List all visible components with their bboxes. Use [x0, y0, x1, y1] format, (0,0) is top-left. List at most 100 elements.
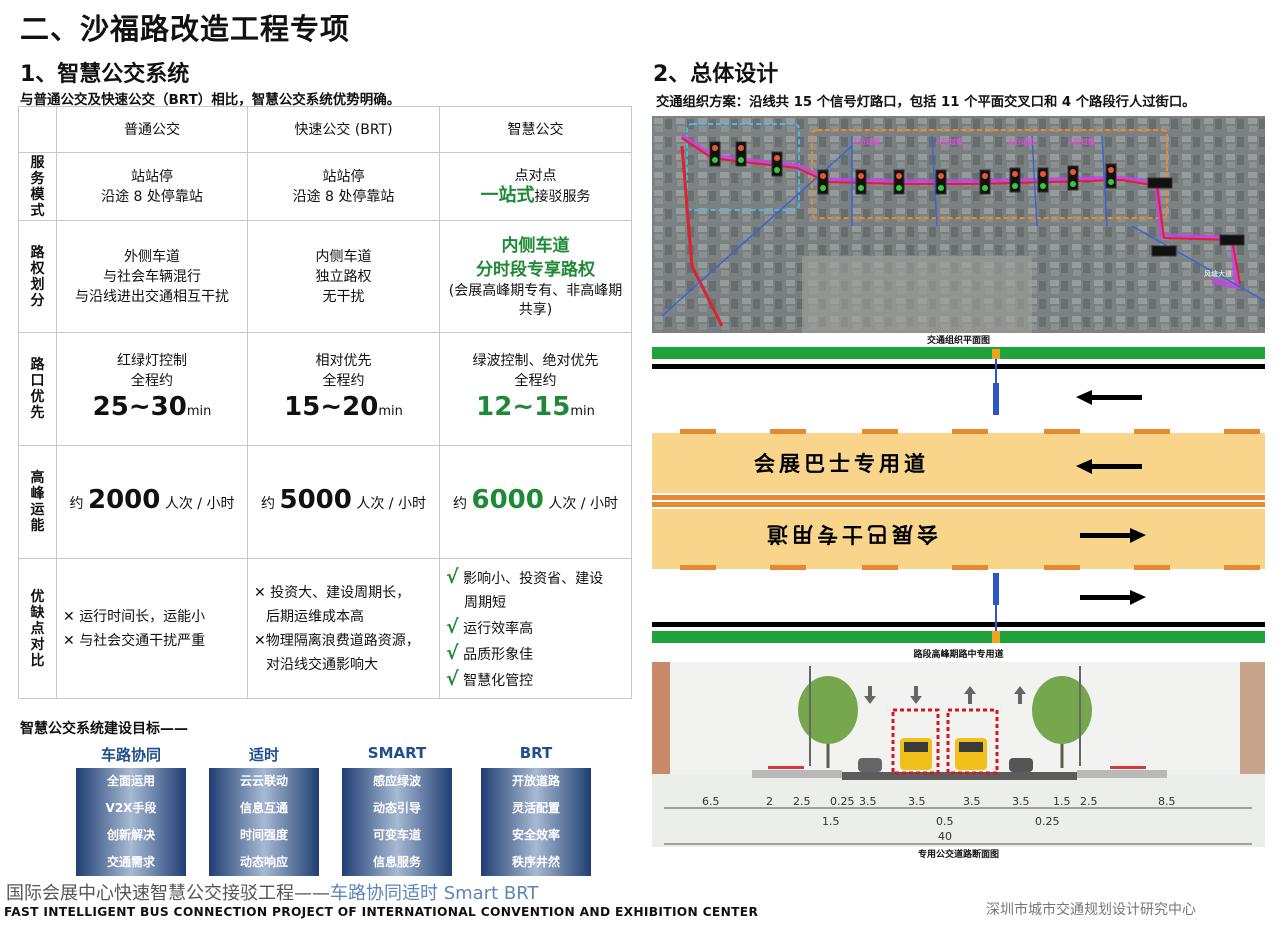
cell-text: 内侧车道 — [315, 248, 372, 265]
pro-item: √ 智慧化管控 — [446, 667, 629, 693]
duration-unit: min — [378, 403, 403, 419]
lane-diagram: 会展巴士专用道 会展巴士专用道 — [652, 345, 1265, 647]
capacity-value: 5000 — [279, 485, 352, 515]
duration-value: 12~15 — [476, 391, 571, 422]
cell-text: 沿途 8 处停靠站 — [292, 188, 395, 205]
cell-priority-brt: 相对优先 全程约 15~20min — [247, 332, 440, 446]
pro-item: √ 运行效率高 — [446, 615, 629, 641]
cell-text: 红绿灯控制 — [117, 352, 187, 369]
dim-label: 0.25 — [830, 795, 855, 808]
cell-text: 独立路权 — [315, 268, 372, 285]
highlight-text: 内侧车道 — [501, 235, 570, 256]
row-label-text: 路口优先 — [30, 357, 45, 421]
cross-section-diagram: 6.5 2 2.5 0.25 3.5 3.5 3.5 3.5 1.5 2.5 8… — [652, 662, 1265, 847]
goal-item: 动态引导 — [372, 801, 421, 815]
goal-item: 交通需求 — [106, 855, 155, 869]
map-svg: 人行过街 人行过街 人行过街 人行过街 风塘大道 — [652, 116, 1265, 333]
cell-text: 全程约 — [322, 372, 365, 389]
cell-row-smart: 内侧车道 分时段专享路权 (会展高峰期专有、非高峰期共享) — [439, 220, 632, 333]
dim-label: 3.5 — [859, 795, 877, 808]
section-intro-left: 与普通公交及快速公交（BRT）相比，智慧公交系统优势明确。 — [20, 92, 401, 108]
pro-item: √ 品质形象佳 — [446, 641, 629, 667]
con-item: ✕ 运行时间长，运能小 — [63, 605, 245, 629]
dim-label: 2.5 — [1080, 795, 1098, 808]
row-label-service: 服务模式 — [18, 152, 57, 221]
con-text: 后期运维成本高 — [266, 608, 364, 625]
cell-text: 相对优先 — [315, 352, 372, 369]
goal-item: 时间强度 — [239, 828, 288, 842]
map-road-label: 风塘大道 — [1204, 269, 1232, 278]
row-label-proscons: 优缺点对比 — [18, 558, 57, 699]
row-label-text: 高峰运能 — [30, 470, 45, 534]
pro-text: 智慧化管控 — [463, 672, 534, 689]
con-item: ✕ 与社会交通干扰严重 — [63, 629, 245, 653]
footer-title-accent: 车路协同适时 Smart BRT — [330, 883, 539, 904]
dim-label: 8.5 — [1158, 795, 1176, 808]
cell-text: 全程约 — [514, 372, 557, 389]
goal-item: 信息服务 — [372, 855, 421, 869]
cell-proscons-brt: ✕ 投资大、建设周期长， 后期运维成本高 ✕物理隔离浪费道路资源， 对沿线交通影… — [247, 558, 440, 699]
cell-text: 站站停 — [131, 168, 173, 185]
cell-proscons-normal: ✕ 运行时间长，运能小 ✕ 与社会交通干扰严重 — [56, 558, 248, 699]
goal-item: 开放道路 — [511, 774, 560, 788]
goal-item: 感应绿波 — [372, 774, 421, 788]
cell-text: 站站停 — [322, 168, 365, 185]
con-item: ✕物理隔离浪费道路资源， — [254, 629, 437, 653]
map-label: 人行过街 — [935, 137, 963, 146]
duration-unit: min — [186, 403, 212, 419]
con-text: 与社会交通干扰严重 — [79, 632, 206, 649]
pro-text: 周期短 — [464, 594, 506, 611]
dim-label: 3.5 — [908, 795, 926, 808]
cell-text: 约 — [69, 496, 84, 512]
con-text: 物理隔离浪费道路资源， — [265, 632, 420, 649]
highlight-text: 分时段专享路权 — [476, 259, 595, 280]
col-header-brt: 快速公交 (BRT) — [247, 106, 440, 153]
map-caption: 交通组织平面图 — [926, 336, 990, 346]
comparison-table: 普通公交 快速公交 (BRT) 智慧公交 服务模式 站站停 沿途 8 处停靠站 … — [18, 106, 632, 699]
cell-text: 与沿线进出交通相互干扰 — [75, 288, 229, 305]
cross-section-svg: 6.5 2 2.5 0.25 3.5 3.5 3.5 3.5 1.5 2.5 8… — [652, 662, 1265, 847]
dim-label: 1.5 — [822, 815, 840, 828]
goal-item: 灵活配置 — [511, 801, 560, 815]
duration-value: 15~20 — [284, 391, 379, 422]
cell-row-brt: 内侧车道 独立路权 无干扰 — [247, 220, 440, 333]
cell-text: 全程约 — [131, 372, 173, 389]
duration-unit: min — [570, 403, 595, 419]
dim-label: 3.5 — [963, 795, 981, 808]
goal-item: 全面运用 — [106, 774, 155, 788]
row-label-text: 路权划分 — [30, 244, 45, 309]
pro-item: √ 影响小、投资省、建设 — [446, 565, 629, 591]
dim-label: 6.5 — [702, 795, 720, 808]
dim-label: 0.25 — [1035, 815, 1060, 828]
goal-item: V2X手段 — [105, 801, 157, 815]
cell-row-normal: 外侧车道 与社会车辆混行 与沿线进出交通相互干扰 — [56, 220, 248, 333]
cross-icon: ✕ — [63, 608, 75, 625]
capacity-value: 2000 — [88, 485, 161, 515]
goal-item: 动态响应 — [239, 855, 288, 869]
cell-text-rest: 接驳服务 — [534, 189, 591, 205]
cell-capacity-normal: 约 2000 人次 / 小时 — [56, 445, 248, 559]
cell-priority-normal: 红绿灯控制 全程约 25~30min — [56, 332, 248, 446]
cell-priority-smart: 绿波控制、绝对优先 全程约 12~15min — [439, 332, 632, 446]
goal-item: 可变车道 — [372, 828, 421, 842]
cell-text: 人次 / 小时 — [164, 496, 235, 512]
cell-text: 无干扰 — [322, 288, 365, 305]
cell-text: 绿波控制、绝对优先 — [472, 352, 599, 369]
cell-capacity-smart: 约 6000 人次 / 小时 — [439, 445, 632, 559]
dim-label: 0.5 — [936, 815, 954, 828]
dim-label: 1.5 — [1053, 795, 1071, 808]
cell-note: (会展高峰期专有、非高峰期共享) — [448, 282, 623, 318]
goal-col-title: 适时 — [248, 746, 279, 764]
cell-text: 外侧车道 — [124, 248, 180, 265]
cross-icon: ✕ — [254, 584, 266, 601]
goal-item: 创新解决 — [106, 828, 155, 842]
row-label-right-of-way: 路权划分 — [18, 220, 57, 333]
row-label-text: 服务模式 — [30, 154, 45, 219]
cross-section-caption: 专用公交道路断面图 — [917, 850, 999, 860]
cross-icon: ✕ — [254, 632, 266, 649]
cell-text: 约 — [261, 496, 276, 512]
footer-english-title: FAST INTELLIGENT BUS CONNECTION PROJECT … — [4, 905, 759, 919]
con-text: 投资大、建设周期长， — [270, 584, 411, 601]
con-text: 运行时间长，运能小 — [79, 608, 206, 625]
duration-value: 25~30 — [92, 391, 187, 422]
